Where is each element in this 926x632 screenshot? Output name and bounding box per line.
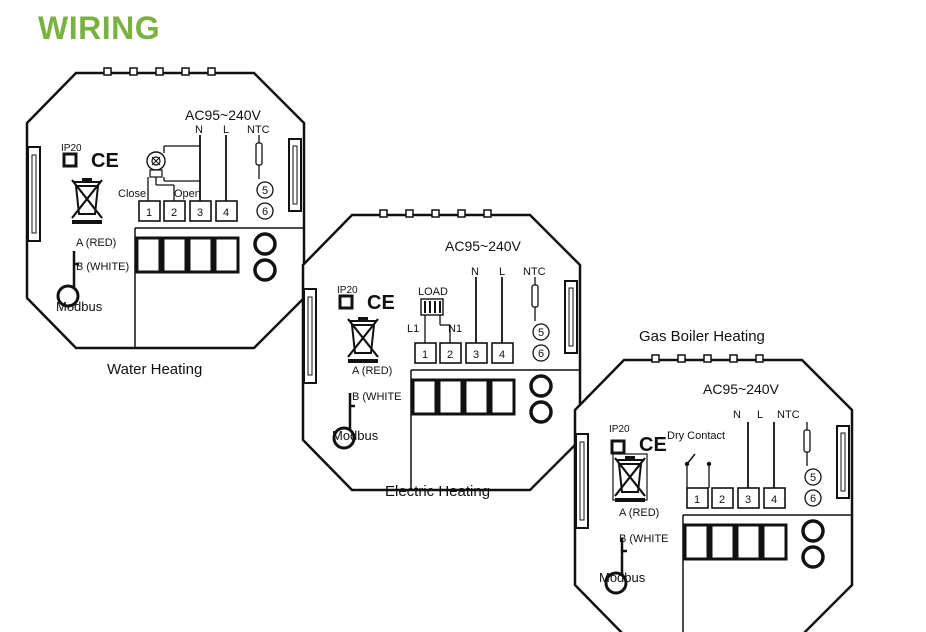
ntc-terminal-6: 6 — [262, 206, 268, 218]
ce-icon: CE — [367, 292, 395, 314]
ntc-terminal-5: 5 — [262, 185, 268, 197]
terminal-2: 2 — [719, 494, 725, 506]
switch-icon — [684, 453, 712, 488]
modbus-label: Modbus — [56, 299, 103, 314]
modbus-b-label: B (WHITE — [619, 533, 669, 545]
load-label: LOAD — [418, 286, 448, 298]
caption-electric-heating: Electric Heating — [385, 483, 491, 500]
terminal-4: 4 — [771, 494, 777, 506]
modbus-a-label: A (RED) — [76, 237, 116, 249]
terminal-2: 2 — [447, 349, 453, 361]
live-label: L — [223, 124, 229, 136]
ip-rating: IP20 — [61, 143, 82, 154]
modbus-a-label: A (RED) — [619, 507, 659, 519]
neutral-label: N — [733, 409, 741, 421]
ce-icon: CE — [91, 150, 119, 172]
caption-water-heating: Water Heating — [107, 361, 203, 378]
modbus-label: Modbus — [599, 570, 646, 585]
modbus-label: Modbus — [332, 428, 379, 443]
voltage-label: AC95~240V — [703, 381, 780, 397]
terminal-4: 4 — [499, 349, 505, 361]
ntc-terminal-5: 5 — [538, 327, 544, 339]
gas-boiler-panel: AC95~240V N L NTC 5 6 1 2 3 4 IP20 CE Dr… — [573, 353, 854, 632]
live-label: L — [499, 266, 505, 278]
neutral-label: N — [195, 124, 203, 136]
valve-icon — [146, 145, 200, 201]
ce-icon: CE — [639, 434, 667, 456]
terminal-3: 3 — [197, 207, 203, 219]
terminal-3: 3 — [473, 349, 479, 361]
n1-label: N1 — [448, 323, 462, 335]
page-title: WIRING — [38, 10, 161, 46]
ntc-terminal-5: 5 — [810, 472, 816, 484]
l1-label: L1 — [407, 323, 419, 335]
voltage-label: AC95~240V — [445, 238, 522, 254]
water-heating-panel: AC95~240V N L NTC 5 6 1 2 3 4 IP20 CE Cl… — [25, 66, 306, 350]
voltage-label: AC95~240V — [185, 107, 262, 123]
live-label: L — [757, 409, 763, 421]
ntc-label: NTC — [247, 124, 270, 136]
ntc-terminal-6: 6 — [538, 348, 544, 360]
heater-icon — [420, 298, 451, 343]
ip-rating: IP20 — [609, 424, 630, 435]
terminal-1: 1 — [146, 207, 152, 219]
terminal-3: 3 — [745, 494, 751, 506]
caption-gas-boiler-heating: Gas Boiler Heating — [639, 328, 765, 345]
ntc-terminal-6: 6 — [810, 493, 816, 505]
terminal-1: 1 — [422, 349, 428, 361]
open-label: Open — [174, 188, 201, 200]
electric-heating-panel: AC95~240V N L NTC 5 6 1 2 3 4 IP20 CE LO… — [301, 208, 582, 492]
terminal-4: 4 — [223, 207, 229, 219]
close-label: Close — [118, 188, 146, 200]
terminal-2: 2 — [171, 207, 177, 219]
ip-rating: IP20 — [337, 285, 358, 296]
dry-contact-label: Dry Contact — [667, 430, 725, 442]
ntc-label: NTC — [523, 266, 546, 278]
modbus-b-label: B (WHITE — [352, 391, 402, 403]
neutral-label: N — [471, 266, 479, 278]
modbus-b-label: B (WHITE) — [76, 261, 129, 273]
terminal-1: 1 — [694, 494, 700, 506]
ntc-label: NTC — [777, 409, 800, 421]
modbus-a-label: A (RED) — [352, 365, 392, 377]
